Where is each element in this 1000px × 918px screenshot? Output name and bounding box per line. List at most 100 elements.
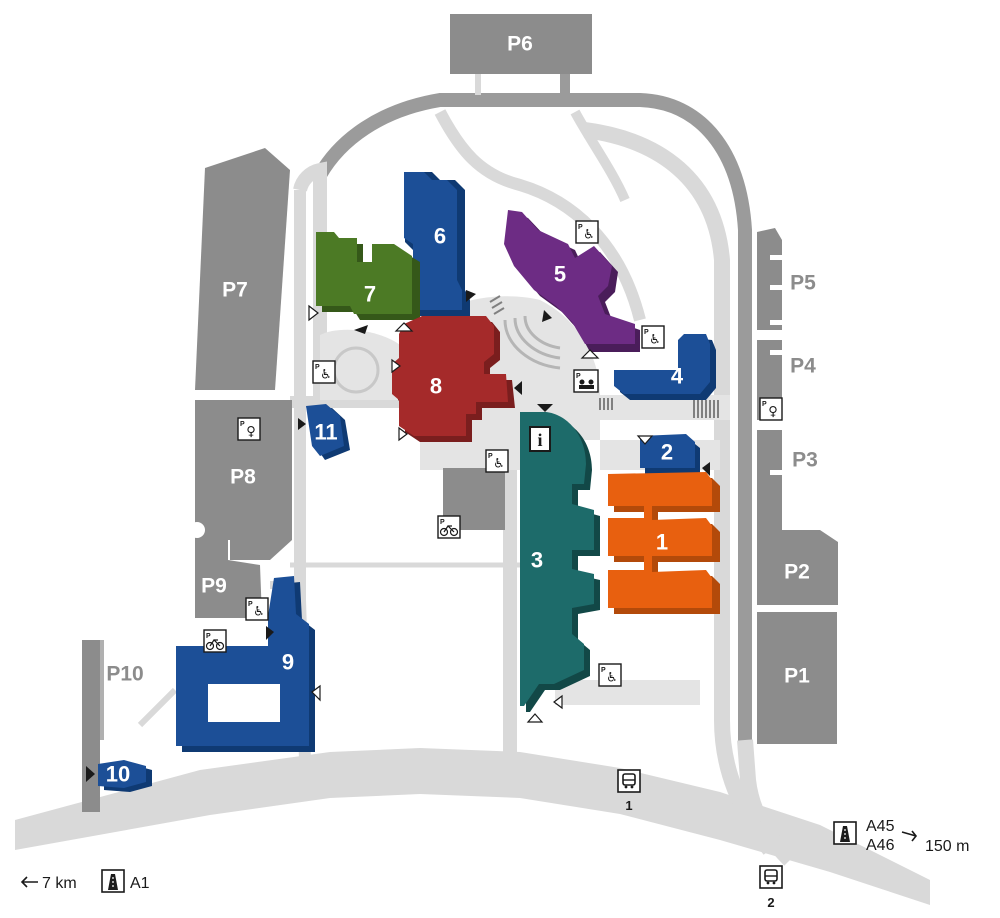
parking-p10 [82,640,100,812]
building-7[interactable] [316,232,420,320]
svg-text:P: P [248,601,253,608]
building-label-11: 11 [314,420,337,445]
building-10[interactable] [98,760,152,792]
women-parking-icon[interactable]: P ♀ [237,417,261,441]
svg-text:P: P [488,453,493,460]
building-1[interactable] [608,472,720,614]
svg-text:P: P [644,329,649,336]
entrance-triangle-icon [580,349,600,359]
highway-distance: 150 m [925,838,969,855]
svg-text:P: P [440,519,445,526]
bicycle-parking-icon[interactable]: P [437,515,461,539]
parking-label-p3: P3 [792,449,818,472]
highway-direction-east: A45 A46 150 m [833,818,969,855]
building-4[interactable] [614,334,716,400]
wheelchair-parking-icon[interactable]: P ♿ [641,325,665,349]
building-9[interactable] [176,576,315,752]
svg-text:♿: ♿ [493,457,505,472]
entrance-triangle-icon [526,713,544,723]
parking-p2 [757,530,838,605]
wheelchair-parking-icon[interactable]: P ♿ [485,449,509,473]
parking-label-p8: P8 [230,466,256,489]
svg-text:P: P [601,667,606,674]
women-parking-icon[interactable]: P ♀ [759,397,783,421]
svg-text:P: P [762,401,767,408]
parking-p3 [757,430,782,530]
wheelchair-parking-icon[interactable]: P ♿ [312,360,336,384]
arrow-left-icon [20,876,38,888]
bus-stop-1[interactable]: 1 [617,769,641,813]
building-label-9: 9 [282,650,294,675]
svg-text:P: P [576,373,581,380]
wheelchair-parking-icon[interactable]: P ♿ [598,663,622,687]
parking-label-p9: P9 [201,575,227,598]
building-label-3: 3 [531,548,543,573]
svg-text:i: i [537,430,542,450]
building-label-1: 1 [656,530,668,555]
highway-road-name: A1 [130,875,150,892]
parking-label-p7: P7 [222,279,248,302]
building-11[interactable] [306,404,350,460]
entrance-triangle-icon [636,435,654,445]
entrance-triangle-icon [553,694,563,710]
bus-stop-number: 1 [625,798,632,813]
building-label-4: 4 [671,364,684,389]
wheelchair-parking-icon[interactable]: P ♿ [575,220,599,244]
entrance-triangle-icon [514,381,522,395]
highway-road-name: A45 [866,818,895,835]
building-label-5: 5 [554,262,566,287]
entrance-triangle-icon [394,322,414,332]
wheelchair-parking-icon[interactable]: P ♿ [245,597,269,621]
parking-label-p6: P6 [507,33,533,56]
building-2[interactable] [640,434,700,474]
entrance-triangle-icon [391,358,401,374]
parking-lots [82,14,838,812]
parking-p8 [195,400,292,560]
entrance-triangle-icon [398,426,408,442]
entrance-triangle-icon [466,290,476,302]
bicycle-parking-icon[interactable]: P [203,629,227,653]
svg-text:P: P [206,633,211,640]
highway-direction-west: 7 km A1 [20,869,150,893]
building-label-2: 2 [661,440,673,465]
information-icon[interactable]: i [529,426,551,452]
bus-stop-number: 2 [767,895,774,910]
arrow-right-icon [901,830,918,842]
building-label-8: 8 [430,374,442,399]
stairs [489,295,719,418]
entrance-triangle-icon [298,418,306,430]
svg-text:♿: ♿ [320,368,332,383]
entrance-markers [86,290,710,782]
entrance-triangle-icon [542,310,552,322]
main-road [15,748,930,905]
parking-dividers [189,255,784,538]
svg-text:♀: ♀ [768,405,778,420]
svg-text:P: P [240,421,245,428]
svg-text:P: P [578,224,583,231]
svg-text:♿: ♿ [583,228,595,243]
entrance-triangle-icon [311,684,321,702]
svg-text:♿: ♿ [253,605,265,620]
entrance-triangle-icon [537,404,553,412]
svg-text:♿: ♿ [649,333,661,348]
building-3[interactable] [520,412,600,712]
highway-distance: 7 km [42,875,77,892]
parking-label-p5: P5 [790,272,816,295]
highway-road-name: A46 [866,837,895,854]
parking-p1 [757,612,837,744]
parking-p9 [195,540,262,618]
bus-stop-2[interactable]: 2 [759,865,783,910]
parking-label-p2: P2 [784,561,810,584]
building-label-7: 7 [364,282,376,307]
building-label-10: 10 [106,762,130,787]
family-parking-icon[interactable]: P [573,369,599,393]
parking-label-p1: P1 [784,665,810,688]
entrance-triangle-icon [266,626,274,640]
building-8[interactable] [392,316,515,442]
parking-p10-strip [100,640,104,740]
building-label-6: 6 [434,224,446,249]
entrance-triangle-icon [308,304,319,322]
building-5[interactable] [504,210,640,352]
entrance-triangle-icon [702,462,710,476]
